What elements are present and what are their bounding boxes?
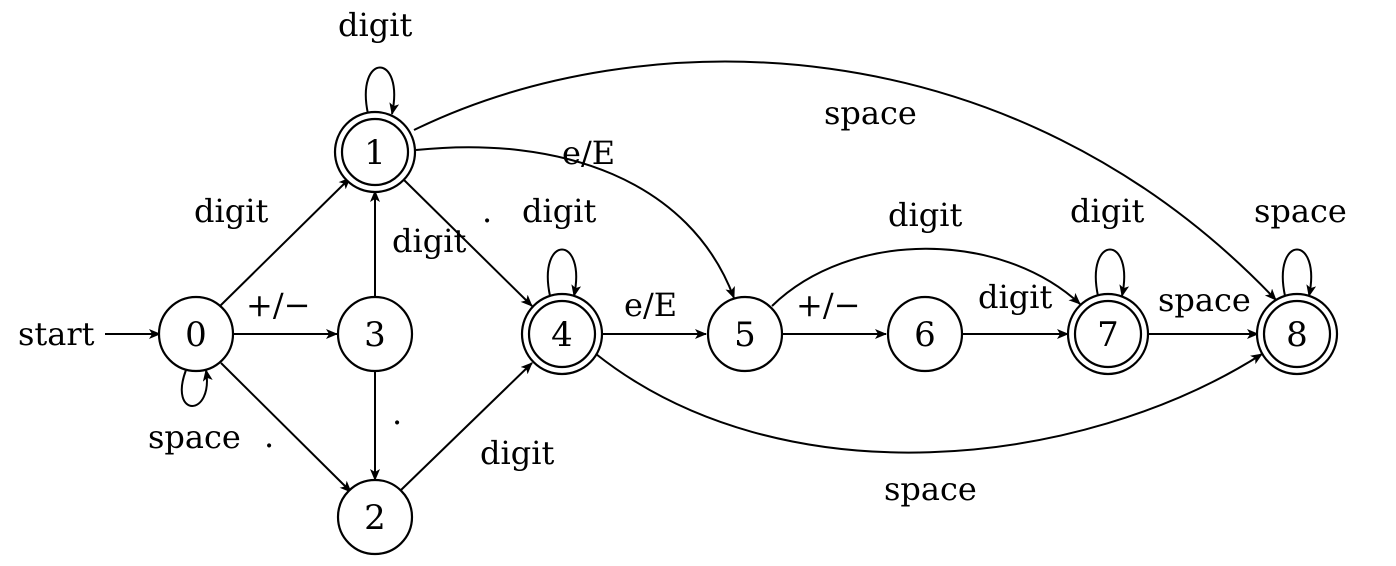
edge-1-5-eE <box>415 146 735 299</box>
label-e-5-6: +/− <box>796 286 860 324</box>
edge-5-7-digit <box>771 247 1081 307</box>
label-e-0-2: . <box>264 417 274 455</box>
edge-7-7-digit <box>1094 248 1130 297</box>
state-6: 6 <box>886 295 964 373</box>
state-2-label: 2 <box>364 498 386 538</box>
state-1: 1 <box>333 110 417 194</box>
edge-4-4-digit <box>546 248 582 297</box>
state-2: 2 <box>336 478 414 556</box>
label-e-0-3: +/− <box>246 286 310 324</box>
start-label: start <box>18 315 95 353</box>
label-e-1-5: e/E <box>562 134 615 172</box>
label-e-7-7: digit <box>1070 192 1144 230</box>
state-7: 7 <box>1066 292 1150 376</box>
edge-1-4-dot <box>401 177 533 307</box>
label-e-1-1: digit <box>338 6 412 44</box>
label-e-1-4: . <box>482 192 492 230</box>
edge-8-8-space <box>1281 248 1317 297</box>
state-1-label: 1 <box>364 133 386 173</box>
label-e-0-1: digit <box>194 192 268 230</box>
label-e-5-7: digit <box>888 196 962 234</box>
state-8: 8 <box>1255 292 1339 376</box>
state-5-label: 5 <box>734 315 756 355</box>
edge-0-0-space <box>180 369 213 407</box>
state-7-label: 7 <box>1097 315 1119 355</box>
state-3: 3 <box>336 295 414 373</box>
label-e-7-8: space <box>1158 281 1251 319</box>
label-e-4-8: space <box>884 470 977 508</box>
label-e-2-4: digit <box>480 434 554 472</box>
state-6-label: 6 <box>914 315 936 355</box>
label-e-3-1: digit <box>392 222 466 260</box>
state-4: 4 <box>520 292 604 376</box>
edge-0-2-dot <box>220 362 352 493</box>
label-e-3-2: . <box>392 394 402 432</box>
state-5: 5 <box>706 295 784 373</box>
label-e-6-7: digit <box>978 278 1052 316</box>
label-e-0-0: space <box>148 418 241 456</box>
state-8-label: 8 <box>1286 315 1308 355</box>
label-e-8-8: space <box>1254 192 1347 230</box>
edge-4-8-space <box>595 353 1263 454</box>
label-e-4-5: e/E <box>624 286 677 324</box>
edge-1-8-space <box>413 60 1277 301</box>
label-e-4-4: digit <box>522 192 596 230</box>
state-3-label: 3 <box>364 315 386 355</box>
state-4-label: 4 <box>551 315 573 355</box>
edge-0-1-digit <box>219 177 351 307</box>
edge-2-4-digit <box>400 362 533 491</box>
edge-1-1-digit <box>364 66 400 115</box>
state-0-label: 0 <box>185 315 207 355</box>
state-0: 0 <box>157 295 235 373</box>
label-e-1-8: space <box>824 94 917 132</box>
